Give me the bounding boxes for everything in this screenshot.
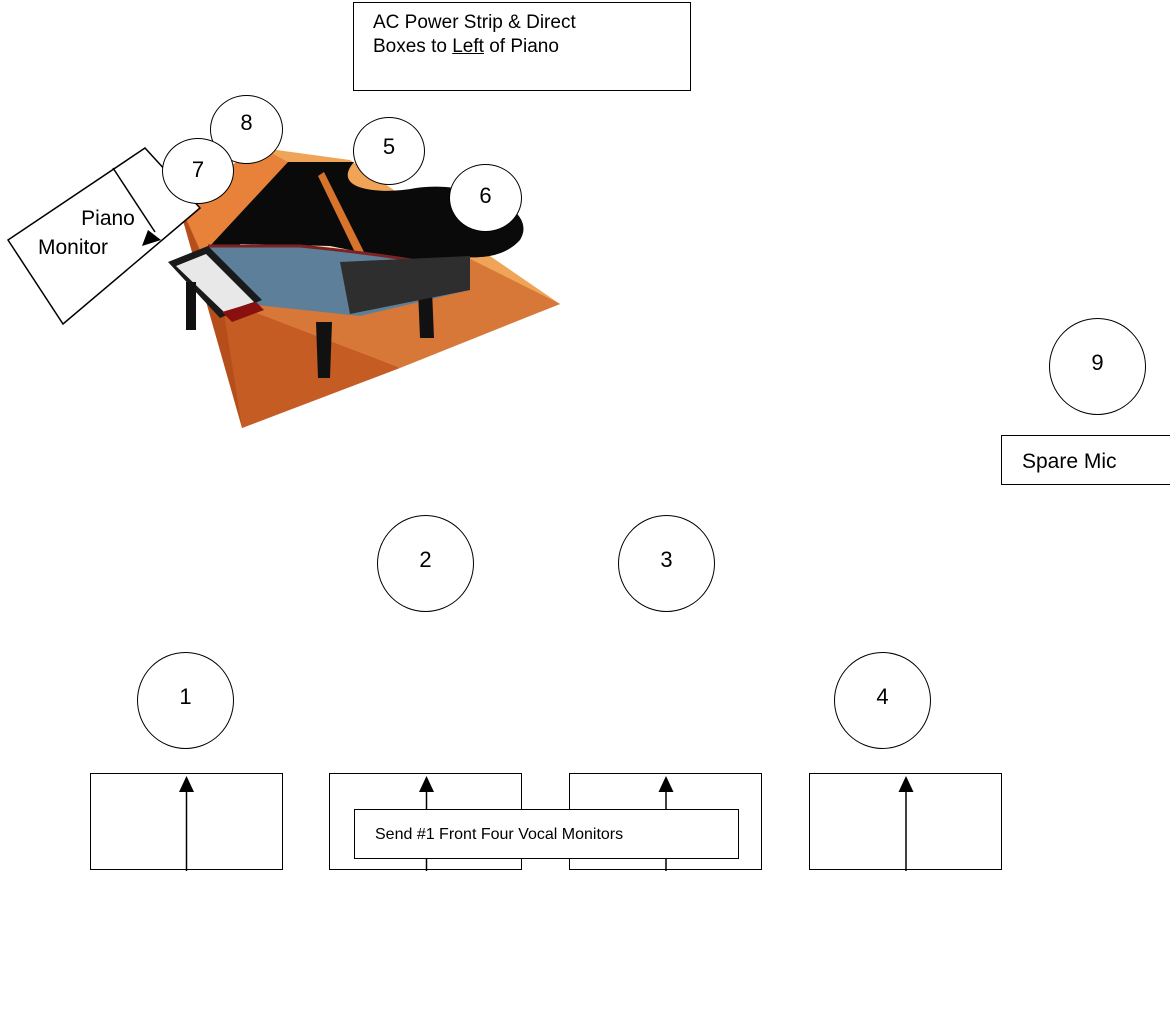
- mic-2-label: 2: [419, 547, 431, 572]
- mic-3-label: 3: [660, 547, 672, 572]
- arrow-up-icon: [810, 774, 1003, 871]
- vocal-monitor-4: [809, 773, 1002, 870]
- mic-3: 3: [618, 515, 715, 612]
- piano-monitor-label: Piano Monitor: [38, 204, 148, 262]
- piano-monitor-line2: Monitor: [38, 233, 148, 262]
- spare-mic-label: Spare Mic: [1001, 435, 1170, 485]
- arrow-up-icon: [91, 774, 284, 871]
- send-label: Send #1 Front Four Vocal Monitors: [354, 809, 739, 859]
- mic-2: 2: [377, 515, 474, 612]
- mic-1-label: 1: [179, 684, 191, 709]
- mic-4-label: 4: [876, 684, 888, 709]
- mic-7: 7: [162, 138, 234, 204]
- mic-7-label: 7: [192, 157, 204, 182]
- vocal-monitor-1: [90, 773, 283, 870]
- mic-6: 6: [449, 164, 522, 232]
- mic-9-label: 9: [1091, 350, 1103, 375]
- mic-5: 5: [353, 117, 425, 185]
- mic-8-label: 8: [240, 110, 252, 135]
- mic-4: 4: [834, 652, 931, 749]
- mic-5-label: 5: [383, 134, 395, 159]
- mic-6-label: 6: [479, 183, 491, 208]
- mic-9: 9: [1049, 318, 1146, 415]
- piano-monitor-line1: Piano: [38, 204, 148, 233]
- mic-1: 1: [137, 652, 234, 749]
